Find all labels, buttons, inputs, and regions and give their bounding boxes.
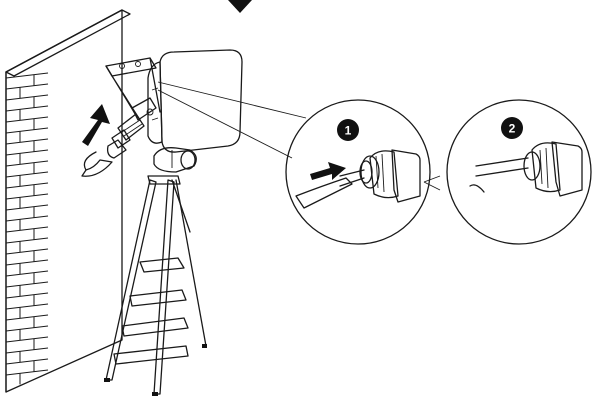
brick-joint xyxy=(6,161,48,166)
brick-joint xyxy=(6,216,48,221)
brick-joint xyxy=(6,348,48,353)
brick-joint xyxy=(6,249,48,254)
brick-joint xyxy=(6,359,48,364)
brick-joint xyxy=(6,282,48,287)
detail-circle-step-2: 2 xyxy=(447,100,591,244)
brick-joint xyxy=(6,172,48,177)
brick-joint xyxy=(6,150,48,155)
brick-joint xyxy=(6,84,48,89)
callout-lines xyxy=(158,82,440,190)
brick-joint xyxy=(6,194,48,199)
brick-joint xyxy=(6,326,48,331)
brick-joint xyxy=(6,260,48,265)
brick-joint xyxy=(6,183,48,188)
brick-joint xyxy=(6,337,48,342)
brick-joint xyxy=(6,238,48,243)
brick-joint xyxy=(6,315,48,320)
down-arrow-icon xyxy=(228,0,252,13)
step-1-number: 1 xyxy=(345,124,352,138)
brick-wall xyxy=(6,10,130,392)
brick-joint xyxy=(6,370,48,375)
brick-joint xyxy=(6,117,48,122)
brick-joint xyxy=(6,304,48,309)
brick-joint xyxy=(6,227,48,232)
detail-circle-step-1: 1 xyxy=(286,100,430,244)
push-arrow-icon xyxy=(310,162,346,180)
brick-pattern xyxy=(6,73,48,384)
brick-joint xyxy=(6,271,48,276)
brick-joint xyxy=(6,205,48,210)
brick-joint xyxy=(6,139,48,144)
step-2-number: 2 xyxy=(509,122,516,136)
step-ladder xyxy=(104,176,207,396)
up-arrow-icon xyxy=(82,104,110,146)
brick-joint xyxy=(6,293,48,298)
floodlight-unit xyxy=(147,50,242,172)
brick-joint xyxy=(6,128,48,133)
brick-joint xyxy=(6,106,48,111)
brick-joint xyxy=(6,95,48,100)
